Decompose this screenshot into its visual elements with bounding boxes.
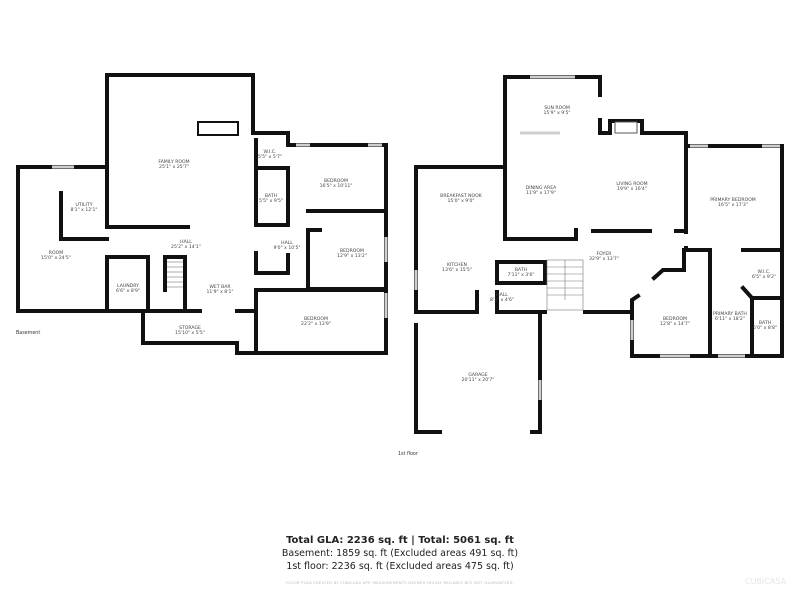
room-dims: 8'3" x 4'6": [490, 297, 514, 303]
room-dims: 19'9" x 16'4": [617, 186, 647, 192]
room-name: LAUNDRY: [117, 283, 139, 289]
room-name: HALL: [180, 239, 192, 245]
room-name: HALL: [281, 240, 293, 246]
room-name: W.I.C.: [264, 149, 277, 155]
first-floor-walls: [414, 75, 784, 434]
room-dims: 5'0" x 8'8": [753, 325, 777, 331]
watermark-logo: CUBICASA: [745, 577, 787, 586]
room-name: UTILITY: [75, 202, 92, 208]
room-dims: 15'10" x 5'5": [175, 330, 205, 336]
room-dims: 12'8" x 14'7": [660, 321, 690, 327]
room-dims: 6'5" x 9'2": [752, 274, 776, 280]
total-area: Total GLA: 2236 sq. ft | Total: 5061 sq.…: [286, 535, 514, 546]
room-dims: 22'2" x 13'9": [301, 321, 331, 327]
room-dims: 20'11" x 20'7": [462, 377, 495, 383]
room-dims: 25'2" x 14'1": [171, 244, 201, 250]
room-name: BEDROOM: [304, 316, 328, 322]
room-name: BATH: [759, 320, 771, 326]
room-name: BREAKFAST NOOK: [440, 193, 483, 199]
room-name: DINING AREA: [526, 185, 557, 191]
room-name: BATH: [265, 193, 277, 199]
stairs-icon: [167, 261, 183, 288]
room-name: SUN ROOM: [544, 105, 570, 111]
room-dims: 5'5" x 9'5": [259, 198, 283, 204]
room-dims: 15'0" x 24'5": [41, 255, 71, 261]
fireplace-icon: [614, 121, 638, 134]
room-dims: 11'9" x 8'1": [206, 289, 233, 295]
room-dims: 9'0" x 10'5": [273, 245, 300, 251]
first-floor-labels: SUN ROOM 15'9" x 9'5" DINING AREA 11'9" …: [398, 105, 777, 457]
room-dims: 25'1" x 25'7": [159, 164, 189, 170]
basement-area: Basement: 1859 sq. ft (Excluded areas 49…: [281, 548, 519, 559]
room-dims: 15'9" x 9'5": [543, 110, 570, 116]
room-name: STORAGE: [179, 325, 201, 331]
room-name: W.I.C.: [758, 269, 771, 275]
room-dims: 15'0" x 9'0": [447, 198, 474, 204]
room-name: HALL: [496, 292, 508, 298]
room-name: PRIMARY BEDROOM: [710, 197, 756, 203]
room-name: BEDROOM: [324, 178, 348, 184]
stairs-icon: [546, 259, 584, 311]
room-dims: 6'6" x 8'9": [116, 288, 140, 294]
disclaimer: FLOOR PLAN CREATED BY CUBICASA APP. MEAS…: [285, 580, 515, 585]
room-name: FOYER: [597, 251, 613, 257]
room-dims: 16'5" x 10'11": [320, 183, 353, 189]
room-dims: 7'11" x 3'6": [507, 272, 534, 278]
room-name: KITCHEN: [447, 262, 467, 268]
room-name: LIVING ROOM: [616, 181, 647, 187]
room-name: BATH: [515, 267, 527, 273]
room-name: WET BAR: [209, 284, 231, 290]
room-name: PRIMARY BATH: [713, 311, 747, 317]
room-dims: 8'1" x 12'1": [70, 207, 97, 213]
room-dims: 6'11" x 18'2": [715, 316, 745, 322]
fireplace-icon: [197, 121, 239, 136]
basement-walls: [16, 73, 388, 355]
room-name: BEDROOM: [340, 248, 364, 254]
first-floor-area: 1st floor: 2236 sq. ft (Excluded areas 4…: [286, 561, 514, 572]
room-dims: 12'9" x 13'2": [337, 253, 367, 259]
floor-label: Basement: [16, 330, 40, 336]
room-dims: 13'6" x 15'5": [442, 267, 472, 273]
room-dims: 5'5" x 5'7": [258, 154, 282, 160]
floor-label: 1st floor: [398, 451, 418, 457]
room-name: BEDROOM: [663, 316, 687, 322]
room-name: FAMILY ROOM: [158, 159, 189, 165]
room-dims: 16'5" x 17'3": [718, 202, 748, 208]
room-dims: 32'9" x 13'7": [589, 256, 619, 262]
room-dims: 11'9" x 17'9": [526, 190, 556, 196]
basement-labels: FAMILY ROOM 25'1" x 25'7" W.I.C. 5'5" x …: [16, 149, 367, 336]
room-name: GARAGE: [468, 372, 487, 378]
room-name: ROOM: [49, 250, 63, 256]
